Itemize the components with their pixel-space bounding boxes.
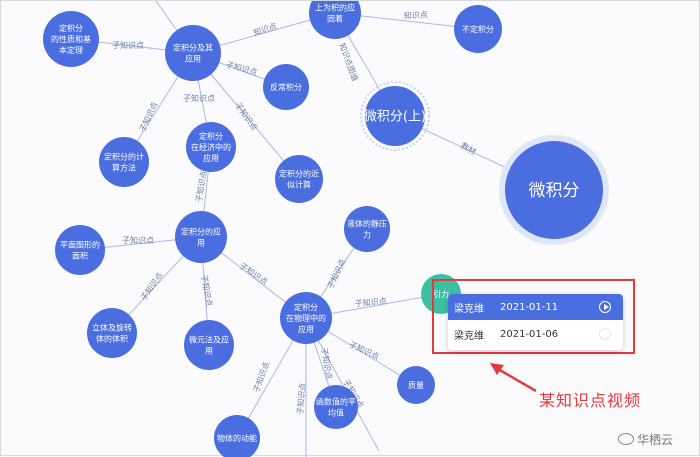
svg-text:微积分(上): 微积分(上) bbox=[364, 110, 426, 125]
video-author: 梁克维 bbox=[454, 303, 484, 315]
svg-text:似计算: 似计算 bbox=[287, 179, 311, 189]
svg-text:质量: 质量 bbox=[408, 380, 424, 390]
svg-text:定积分: 定积分 bbox=[199, 131, 223, 141]
edge-label: 子知识点 bbox=[122, 235, 154, 245]
edge-label: 子知识点 bbox=[325, 257, 348, 290]
edge-label: 子知识点 bbox=[138, 270, 165, 302]
graph-node[interactable]: 反常积分 bbox=[263, 64, 309, 110]
video-item[interactable]: 梁克维 2021-01-06 bbox=[448, 321, 623, 347]
video-date: 2021-01-06 bbox=[500, 328, 559, 340]
graph-node[interactable]: 不定积分 bbox=[454, 5, 502, 53]
graph-node[interactable]: 物体的动能 bbox=[214, 415, 260, 457]
play-circle-icon[interactable] bbox=[599, 301, 611, 313]
svg-text:应用: 应用 bbox=[185, 53, 201, 63]
edge-label: 子知识点 bbox=[295, 382, 308, 415]
video-author: 梁克维 bbox=[454, 330, 484, 342]
svg-text:不定积分: 不定积分 bbox=[462, 24, 494, 34]
svg-text:本定理: 本定理 bbox=[59, 45, 83, 55]
svg-text:固着: 固着 bbox=[327, 13, 343, 23]
svg-text:用: 用 bbox=[205, 346, 213, 355]
svg-text:定积分: 定积分 bbox=[294, 302, 318, 312]
svg-text:在物理中的: 在物理中的 bbox=[286, 313, 326, 323]
edge-label: 子知识点 bbox=[348, 339, 381, 362]
svg-text:定积分的应: 定积分的应 bbox=[181, 226, 221, 236]
edge-label: 知识点 bbox=[404, 9, 428, 20]
edge-label: 子知识点 bbox=[233, 100, 260, 132]
highlight-box bbox=[432, 279, 635, 354]
svg-text:微元法及应: 微元法及应 bbox=[189, 334, 229, 344]
svg-text:液体的静压: 液体的静压 bbox=[347, 218, 387, 228]
svg-text:的性质和基: 的性质和基 bbox=[51, 34, 91, 44]
svg-text:应用: 应用 bbox=[203, 153, 219, 163]
watermark: 华栖云 bbox=[618, 431, 673, 448]
annotation-label: 某知识点视频 bbox=[539, 391, 642, 410]
svg-text:平面图形的: 平面图形的 bbox=[60, 239, 100, 249]
graph-node[interactable]: 微积分(上) bbox=[360, 81, 430, 151]
svg-text:定积分: 定积分 bbox=[59, 23, 83, 33]
weibo-icon bbox=[618, 433, 634, 445]
edge-label: 知识点图谱 bbox=[337, 41, 360, 82]
svg-text:引力: 引力 bbox=[433, 289, 449, 299]
svg-text:微积分: 微积分 bbox=[529, 181, 580, 201]
video-list-popup: 梁克维 2021-01-11 梁克维 2021-01-06 bbox=[448, 294, 623, 350]
svg-text:定积分及其: 定积分及其 bbox=[173, 42, 213, 52]
svg-text:面积: 面积 bbox=[72, 250, 88, 260]
edge-label: 子知识点 bbox=[199, 274, 214, 307]
edge-label: 教材 bbox=[459, 140, 478, 157]
svg-text:算方法: 算方法 bbox=[112, 162, 136, 172]
edge-label: 子知识点 bbox=[354, 296, 387, 309]
graph-node[interactable]: 微积分 bbox=[499, 135, 609, 245]
svg-text:均值: 均值 bbox=[328, 407, 344, 417]
edge-label: 子知识点 bbox=[112, 40, 144, 50]
svg-text:函数值的平: 函数值的平 bbox=[316, 396, 356, 406]
video-item[interactable]: 梁克维 2021-01-11 bbox=[448, 294, 623, 320]
edge-label: 子知识点 bbox=[238, 260, 270, 287]
svg-text:应用: 应用 bbox=[298, 324, 314, 334]
svg-text:物体的动能: 物体的动能 bbox=[217, 433, 257, 443]
svg-text:反常积分: 反常积分 bbox=[270, 82, 302, 92]
svg-text:定积分的计: 定积分的计 bbox=[104, 151, 144, 161]
edge-label: 子知识点 bbox=[137, 100, 160, 133]
svg-text:用: 用 bbox=[197, 238, 205, 247]
watermark-text: 华栖云 bbox=[637, 433, 674, 447]
svg-text:在经济中的: 在经济中的 bbox=[191, 142, 231, 152]
edge-label: 子知识点 bbox=[225, 59, 258, 77]
svg-text:体的体积: 体的体积 bbox=[96, 333, 128, 343]
svg-text:立体及旋转: 立体及旋转 bbox=[92, 322, 132, 332]
edge-label: 子知识点 bbox=[183, 93, 215, 103]
svg-text:定积分的近: 定积分的近 bbox=[279, 168, 319, 178]
graph-node[interactable]: 质量 bbox=[397, 366, 435, 404]
svg-text:上为积的应: 上为积的应 bbox=[315, 2, 355, 12]
svg-text:力: 力 bbox=[363, 229, 371, 239]
video-date: 2021-01-11 bbox=[500, 301, 559, 313]
edge-label: 子知识点 bbox=[251, 360, 271, 393]
play-circle-icon[interactable] bbox=[599, 328, 611, 340]
edge-label: 知识点 bbox=[252, 21, 278, 38]
